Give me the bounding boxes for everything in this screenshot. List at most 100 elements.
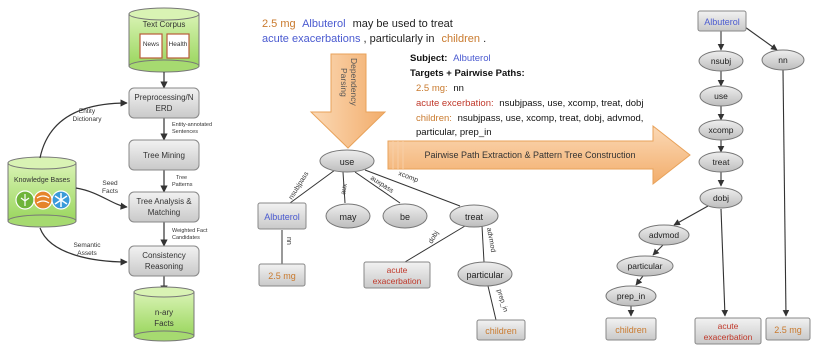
target1-name: 2.5 mg: bbox=[416, 83, 448, 94]
svg-text:treat: treat bbox=[465, 212, 484, 222]
dependency-label-2: Parsing bbox=[339, 68, 349, 97]
sentence-target-mg: 2.5 mg bbox=[262, 18, 296, 30]
pt-node-acute bbox=[694, 317, 762, 345]
tree-mining-box: Tree Mining bbox=[128, 139, 200, 171]
tree-analysis-box: Tree Analysis & Matching bbox=[128, 191, 200, 223]
svg-text:acute excerbation: nsubj: acute excerbation: nsubjpass, use, xcomp… bbox=[416, 98, 643, 109]
knowledge-bases-cylinder: Knowledge Bases bbox=[7, 156, 77, 228]
dep-node-use bbox=[319, 149, 375, 173]
svg-text:particular: particular bbox=[466, 270, 503, 280]
svg-text:may: may bbox=[339, 212, 357, 222]
dep-edge-advmod: advmod bbox=[485, 227, 496, 253]
edge-label-tree-patterns-2: Patterns bbox=[172, 182, 193, 188]
pt-node-albuterol bbox=[697, 10, 747, 32]
svg-text:2.5 mg: 2.5 mg bbox=[774, 325, 802, 335]
doc-news-icon bbox=[139, 33, 163, 59]
pt-node-use bbox=[699, 85, 743, 107]
dep-node-children bbox=[476, 319, 526, 341]
dep-edge-dobj: dobj bbox=[428, 230, 441, 245]
sentence-target-acute: acute exacerbations bbox=[262, 33, 361, 45]
pt-node-advmod bbox=[638, 224, 690, 246]
target2-name: acute excerbation: bbox=[416, 98, 494, 109]
target3-path-1: nsubjpass, use, xcomp, treat, dobj, advm… bbox=[458, 113, 644, 124]
svg-text:use: use bbox=[714, 91, 728, 101]
svg-text:children: nsubjpass, use: children: nsubjpass, use, xcomp, treat, … bbox=[416, 113, 643, 124]
sentence-target-children: children bbox=[442, 33, 481, 45]
pt-node-nsubj bbox=[698, 50, 744, 72]
preprocessing-label-1: Preprocessing/N bbox=[134, 93, 193, 102]
target3-name: children: bbox=[416, 113, 452, 124]
dependency-tree: nsubjpass aux auxpass xcomp nn dobj advm… bbox=[257, 149, 526, 341]
svg-text:acute exacerbations , pa: acute exacerbations , particularly in ch… bbox=[262, 33, 486, 45]
edge-label-entity-dictionary-1: Entity bbox=[79, 108, 96, 115]
pt-acute-2: exacerbation bbox=[704, 332, 753, 342]
consistency-label-1: Consistency bbox=[142, 251, 186, 260]
svg-text:treat: treat bbox=[712, 157, 730, 167]
kb-wave-icon bbox=[33, 190, 53, 210]
edge-seed-facts bbox=[75, 187, 128, 210]
info-block: Subject: Albuterol Targets + Pairwise Pa… bbox=[410, 53, 643, 138]
svg-text:Albuterol: Albuterol bbox=[264, 212, 300, 222]
dep-node-may bbox=[325, 203, 371, 229]
target2-path: nsubjpass, use, xcomp, treat, dobj bbox=[499, 98, 643, 109]
dep-acute-1: acute bbox=[387, 265, 408, 275]
pt-node-mg bbox=[765, 317, 811, 341]
consistency-box: Consistency Reasoning bbox=[128, 245, 200, 277]
targets-label: Targets + Pairwise Paths: bbox=[410, 68, 525, 79]
edge-label-seed-facts-2: Facts bbox=[102, 188, 119, 195]
dep-node-particular bbox=[457, 261, 513, 287]
dep-node-treat bbox=[449, 204, 499, 228]
text-corpus-label: Text Corpus bbox=[143, 20, 186, 29]
svg-text:dobj: dobj bbox=[713, 193, 729, 203]
preprocessing-box: Preprocessing/N ERD bbox=[128, 87, 200, 119]
edge-label-seed-facts-1: Seed bbox=[102, 180, 118, 187]
pt-node-prep-in bbox=[605, 285, 657, 307]
svg-text:2.5 mg Albuterol m: 2.5 mg Albuterol may be used to treat bbox=[262, 18, 453, 30]
dep-acute-2: exacerbation bbox=[373, 276, 422, 286]
svg-text:nsubj: nsubj bbox=[711, 56, 731, 66]
svg-text:Subject: Albuterol: Subject: Albuterol bbox=[410, 53, 491, 64]
pt-node-dobj bbox=[699, 187, 743, 209]
knowledge-bases-label: Knowledge Bases bbox=[14, 177, 71, 184]
edge-label-weighted-2: Candidates bbox=[172, 235, 200, 241]
pairwise-arrow-label: Pairwise Path Extraction & Pattern Tree … bbox=[424, 150, 635, 160]
dep-edge-prep-in: prep_in bbox=[495, 289, 509, 313]
edge-label-entity-annotated-1: Entity-annotated bbox=[172, 122, 212, 128]
svg-text:prep_in: prep_in bbox=[617, 291, 646, 301]
nary-label-2: Facts bbox=[154, 319, 174, 328]
sentence-period: . bbox=[483, 33, 486, 45]
svg-text:use: use bbox=[340, 157, 355, 167]
svg-text:2.5 mg: 2.5 mg bbox=[268, 271, 296, 281]
pairwise-extraction-arrow: Pairwise Path Extraction & Pattern Tree … bbox=[387, 124, 691, 186]
doc-health-icon bbox=[166, 33, 190, 59]
preprocessing-label-2: ERD bbox=[156, 104, 173, 113]
edge-label-tree-patterns-1: Tree bbox=[176, 175, 187, 181]
subject-label: Subject: bbox=[410, 53, 447, 64]
dep-edge-aux: aux bbox=[340, 183, 349, 196]
doc-health-label: Health bbox=[169, 41, 188, 48]
nary-facts-cylinder: n-ary Facts bbox=[133, 286, 195, 342]
edge-entity-dictionary bbox=[39, 99, 128, 159]
dep-node-be bbox=[382, 203, 428, 229]
dep-node-albuterol bbox=[257, 202, 307, 230]
pipeline-panel: Text Corpus News Health Preprocessing/N … bbox=[7, 7, 212, 342]
pt-node-children bbox=[605, 317, 657, 341]
tree-analysis-label-1: Tree Analysis & bbox=[136, 197, 192, 206]
pt-node-xcomp bbox=[698, 119, 744, 141]
tree-mining-label: Tree Mining bbox=[143, 151, 185, 160]
doc-news-label: News bbox=[143, 41, 160, 48]
text-corpus-cylinder: Text Corpus News Health bbox=[128, 7, 200, 73]
svg-text:children: children bbox=[615, 325, 647, 335]
edge-label-semantic-assets-2: Assets bbox=[77, 250, 97, 257]
sentence-block: 2.5 mg Albuterol may be used to treat ac… bbox=[262, 18, 486, 45]
dep-edge-nn: nn bbox=[285, 237, 292, 245]
svg-text:nn: nn bbox=[778, 55, 788, 65]
nary-label-1: n-ary bbox=[155, 308, 173, 317]
sentence-middle: may be used to treat bbox=[353, 18, 453, 30]
pt-node-nn bbox=[761, 49, 805, 71]
svg-text:Albuterol: Albuterol bbox=[704, 17, 740, 27]
pt-acute-1: acute bbox=[718, 321, 739, 331]
pt-node-particular bbox=[616, 255, 674, 277]
svg-text:xcomp: xcomp bbox=[708, 125, 733, 135]
